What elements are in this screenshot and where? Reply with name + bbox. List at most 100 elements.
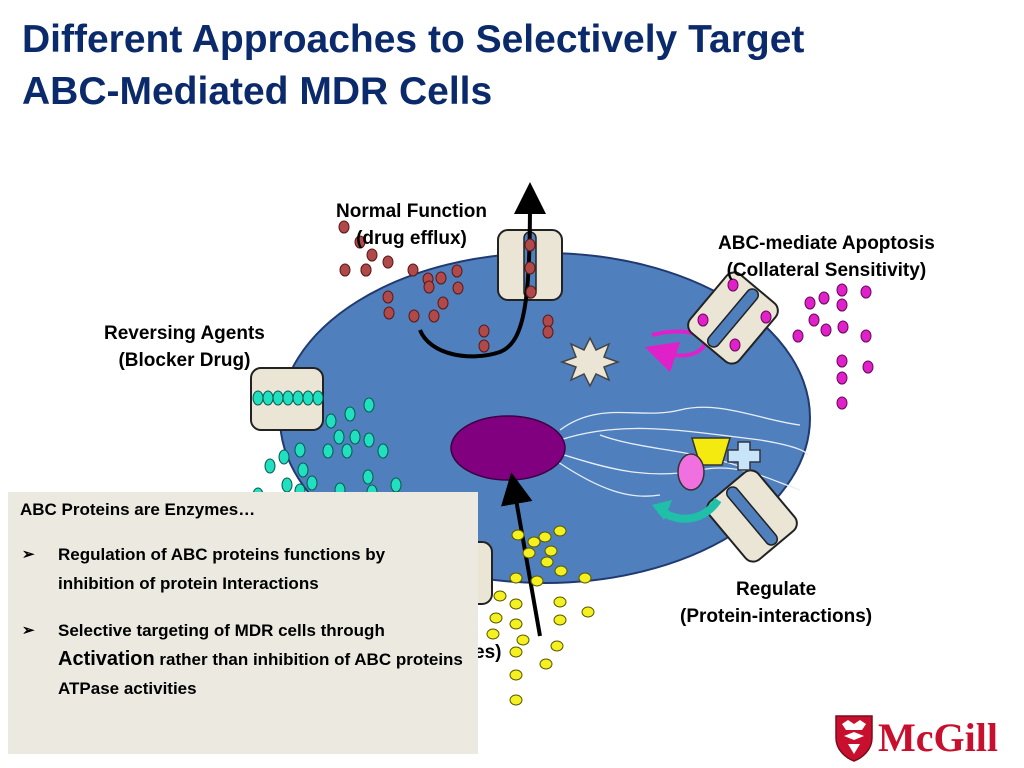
drug-yellow-dot (550, 640, 564, 652)
drug-yellow-dot (553, 596, 567, 608)
textbox-heading: ABC Proteins are Enzymes… (20, 500, 256, 519)
label-regulate-line2: (Protein-interactions) (680, 606, 873, 627)
drug-cyan-dot (349, 429, 361, 445)
drug-yellow-dot (509, 618, 523, 630)
bullet-arrow-icon: ➢ (22, 622, 35, 639)
mcgill-logo: McGill (832, 712, 1012, 764)
drug-magenta-dot (727, 278, 739, 292)
title-line-2: ABC-Mediated MDR Cells (22, 70, 493, 113)
drug-magenta-dot (804, 296, 816, 310)
drug-red-dot (338, 220, 350, 234)
label-reversing-agents: Reversing Agents (Blocker Drug) (104, 320, 265, 374)
drug-yellow-dot (486, 628, 500, 640)
drug-magenta-dot (860, 285, 872, 299)
drug-cyan-dot (278, 449, 290, 465)
drug-yellow-dot (509, 646, 523, 658)
textbox-bullet-1: ➢ Regulation of ABC proteins functions b… (20, 540, 466, 598)
drug-cyan-dot (282, 390, 294, 406)
drug-yellow-dot (522, 547, 536, 559)
label-normal-function: Normal Function (drug efflux) (336, 198, 487, 252)
drug-red-dot (524, 261, 536, 275)
abc-transporter-apoptosis (687, 271, 779, 365)
activation-arrow (501, 472, 542, 637)
drug-magenta-dot (760, 310, 772, 324)
label-regulate-line1: Regulate (735, 579, 817, 600)
drug-cyan-dot (341, 443, 353, 459)
drug-red-dot (339, 263, 351, 277)
drug-red-dot (382, 255, 394, 269)
drug-magenta-dot (860, 329, 872, 343)
textbox-bullet-1-text: Regulation of ABC proteins functions by … (58, 545, 386, 593)
drug-yellow-dot (509, 598, 523, 610)
drug-red-dot (423, 280, 435, 294)
label-regulate: Regulate (Protein-interactions) (680, 576, 872, 630)
activation-cycle-arrow (644, 329, 707, 373)
drug-yellow-dot (530, 575, 544, 587)
drug-magenta-dot (792, 329, 804, 343)
drug-magenta-dot (820, 323, 832, 337)
starburst-icon (559, 336, 621, 388)
label-reversing-agents-line2: (Blocker Drug) (118, 350, 251, 371)
drug-yellow-dot (489, 612, 503, 624)
drug-red-dot (525, 285, 537, 299)
drug-yellow-dot (578, 572, 592, 584)
drug-cyan-dot (344, 406, 356, 422)
label-abc-apoptosis-line1: ABC-mediate Apoptosis (718, 233, 935, 254)
drug-cyan-dot (281, 477, 293, 493)
drug-yellow-dot (538, 531, 552, 543)
drug-molecules (252, 220, 874, 706)
drug-yellow-dot (539, 658, 553, 670)
drug-yellow-dot (527, 536, 541, 548)
drug-red-dot (451, 264, 463, 278)
drug-yellow-dot (553, 525, 567, 537)
label-normal-function-line1: Normal Function (336, 201, 487, 222)
drug-cyan-dot (325, 413, 337, 429)
textbox-bullet-2-post: rather than inhibition of ABC proteins A… (58, 650, 463, 698)
label-partial-hidden: es) (474, 639, 501, 666)
drug-red-dot (382, 290, 394, 304)
drug-red-dot (478, 339, 490, 353)
drug-red-dot (542, 314, 554, 328)
cytoskeleton-lines (554, 406, 809, 497)
drug-cyan-dot (272, 390, 284, 406)
drug-red-dot (383, 306, 395, 320)
drug-yellow-dot (493, 590, 507, 602)
drug-yellow-dot (544, 545, 558, 557)
drug-magenta-dot (836, 298, 848, 312)
regulation-arrowhead (652, 500, 672, 520)
drug-cyan-dot (294, 442, 306, 458)
drug-cyan-dot (264, 458, 276, 474)
drug-magenta-dot (836, 354, 848, 368)
logo-wordmark: McGill (878, 715, 998, 760)
drug-cyan-dot (292, 390, 304, 406)
drug-red-dot (452, 281, 464, 295)
drug-cyan-dot (297, 462, 309, 478)
drug-magenta-dot (862, 360, 874, 374)
nucleus (450, 415, 566, 481)
textbox-bullet-2-pre: Selective targeting of MDR cells through (58, 621, 385, 640)
label-partial-hidden-text: es) (474, 642, 502, 663)
drug-cyan-dot (333, 429, 345, 445)
drug-magenta-dot (818, 291, 830, 305)
drug-magenta-dot (836, 396, 848, 410)
abc-transporter-regulate (706, 469, 798, 563)
drug-cyan-dot (306, 475, 318, 491)
drug-cyan-dot (312, 390, 324, 406)
drug-cyan-dot (390, 477, 402, 493)
drug-red-dot (354, 235, 366, 249)
drug-red-dot (407, 263, 419, 277)
drug-magenta-dot (836, 371, 848, 385)
drug-yellow-dot (509, 694, 523, 706)
drug-cyan-dot (377, 443, 389, 459)
shield-crest-icon (835, 715, 873, 762)
drug-red-dot (542, 325, 554, 339)
drug-red-dot (478, 324, 490, 338)
label-normal-function-line2: (drug efflux) (356, 228, 467, 249)
drug-red-dot (408, 309, 420, 323)
slide-title: Different Approaches to Selectively Targ… (22, 14, 1012, 118)
textbox-bullet-2: ➢ Selective targeting of MDR cells throu… (20, 616, 466, 703)
drug-cyan-dot (363, 432, 375, 448)
drug-yellow-dot (540, 556, 554, 568)
drug-cyan-dot (262, 390, 274, 406)
